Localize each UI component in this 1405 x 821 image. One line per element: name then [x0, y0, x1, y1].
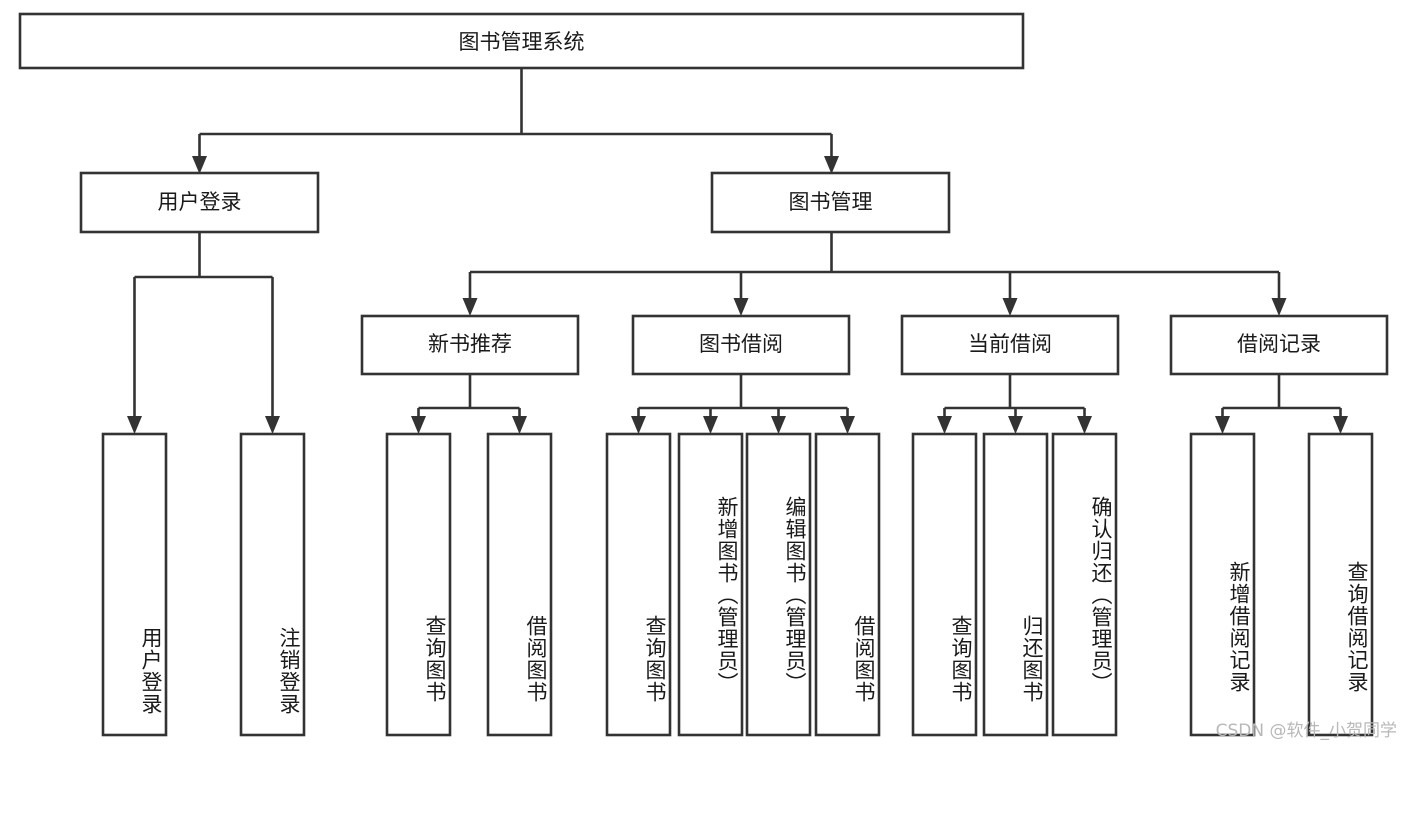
node-label-book-borrow: 图书借阅 [699, 332, 783, 356]
flowchart-canvas: 图书管理系统 用户登录 图书管理 新书推荐 图书借阅 当前借阅 借阅记录 [18, 12, 1397, 741]
node-box-leaf-confirm-return-admin[interactable] [1051, 432, 1118, 737]
arrow-head-leaf-query-book-3 [937, 416, 952, 434]
connector-current-borrow-bus [943, 374, 1086, 418]
connector-book-manage-bus [468, 232, 1281, 300]
node-label-current-borrow: 当前借阅 [968, 332, 1052, 356]
arrow-head-leaf-borrow-book-1 [512, 416, 527, 434]
node-box-leaf-borrow-book-2[interactable] [814, 432, 881, 737]
node-box-leaf-add-borrow-record[interactable] [1189, 432, 1256, 737]
node-box-leaf-return-book[interactable] [982, 432, 1049, 737]
arrow-head-leaf-return-book [1008, 416, 1023, 434]
node-box-leaf-edit-book-admin[interactable] [745, 432, 812, 737]
connector-user-login-bus [133, 232, 274, 418]
node-label-user-login: 用户登录 [158, 190, 242, 214]
arrow-head-leaf-logout-login [265, 416, 280, 434]
node-box-book-manage[interactable] [710, 171, 951, 234]
arrow-head-leaf-query-book-1 [411, 416, 426, 434]
node-box-leaf-query-book-1[interactable] [385, 432, 452, 737]
arrow-head-book-manage [824, 156, 839, 174]
arrow-head-user-login [192, 156, 207, 174]
watermark-text: CSDN @软件_小贺同学 [1215, 721, 1397, 741]
arrow-head-borrow-record [1271, 298, 1287, 316]
connector-layer [127, 68, 1348, 434]
flowchart-svg: 图书管理系统 用户登录 图书管理 新书推荐 图书借阅 当前借阅 借阅记录 [18, 12, 1389, 737]
node-box-borrow-record[interactable] [1169, 314, 1389, 376]
node-box-root[interactable] [18, 12, 1025, 70]
node-box-user-login[interactable] [79, 171, 320, 234]
connector-borrow-record-bus [1221, 374, 1342, 418]
connector-new-book-recommend-bus [417, 374, 521, 418]
node-box-leaf-borrow-book-1[interactable] [486, 432, 553, 737]
node-layer: 图书管理系统 用户登录 图书管理 新书推荐 图书借阅 当前借阅 借阅记录 [18, 12, 1389, 737]
node-box-leaf-query-book-3[interactable] [911, 432, 978, 737]
node-box-leaf-logout-login[interactable] [239, 432, 306, 737]
connector-root-bus [198, 68, 833, 158]
arrow-head-leaf-edit-book-admin [771, 416, 786, 434]
node-label-root: 图书管理系统 [459, 30, 585, 54]
arrow-head-leaf-query-book-2 [631, 416, 646, 434]
node-box-leaf-query-borrow-record[interactable] [1307, 432, 1374, 737]
connector-book-borrow-bus [637, 374, 849, 418]
arrow-head-leaf-query-borrow-record [1333, 416, 1348, 434]
arrow-head-leaf-add-book-admin [703, 416, 718, 434]
node-box-book-borrow[interactable] [631, 314, 851, 376]
node-label-new-book-recommend: 新书推荐 [428, 332, 512, 356]
node-box-leaf-user-login[interactable] [101, 432, 168, 737]
arrow-head-new-book-recommend [462, 298, 478, 316]
node-box-new-book-recommend[interactable] [360, 314, 580, 376]
arrow-head-leaf-confirm-return-admin [1077, 416, 1092, 434]
arrow-head-current-borrow [1002, 298, 1018, 316]
node-box-leaf-query-book-2[interactable] [605, 432, 672, 737]
node-label-book-manage: 图书管理 [789, 190, 873, 214]
node-box-current-borrow[interactable] [900, 314, 1120, 376]
arrow-head-book-borrow [733, 298, 749, 316]
arrow-head-leaf-add-borrow-record [1215, 416, 1230, 434]
node-label-borrow-record: 借阅记录 [1237, 332, 1321, 356]
arrow-head-leaf-borrow-book-2 [840, 416, 855, 434]
arrow-head-leaf-user-login [127, 416, 142, 434]
node-box-leaf-add-book-admin[interactable] [677, 432, 744, 737]
